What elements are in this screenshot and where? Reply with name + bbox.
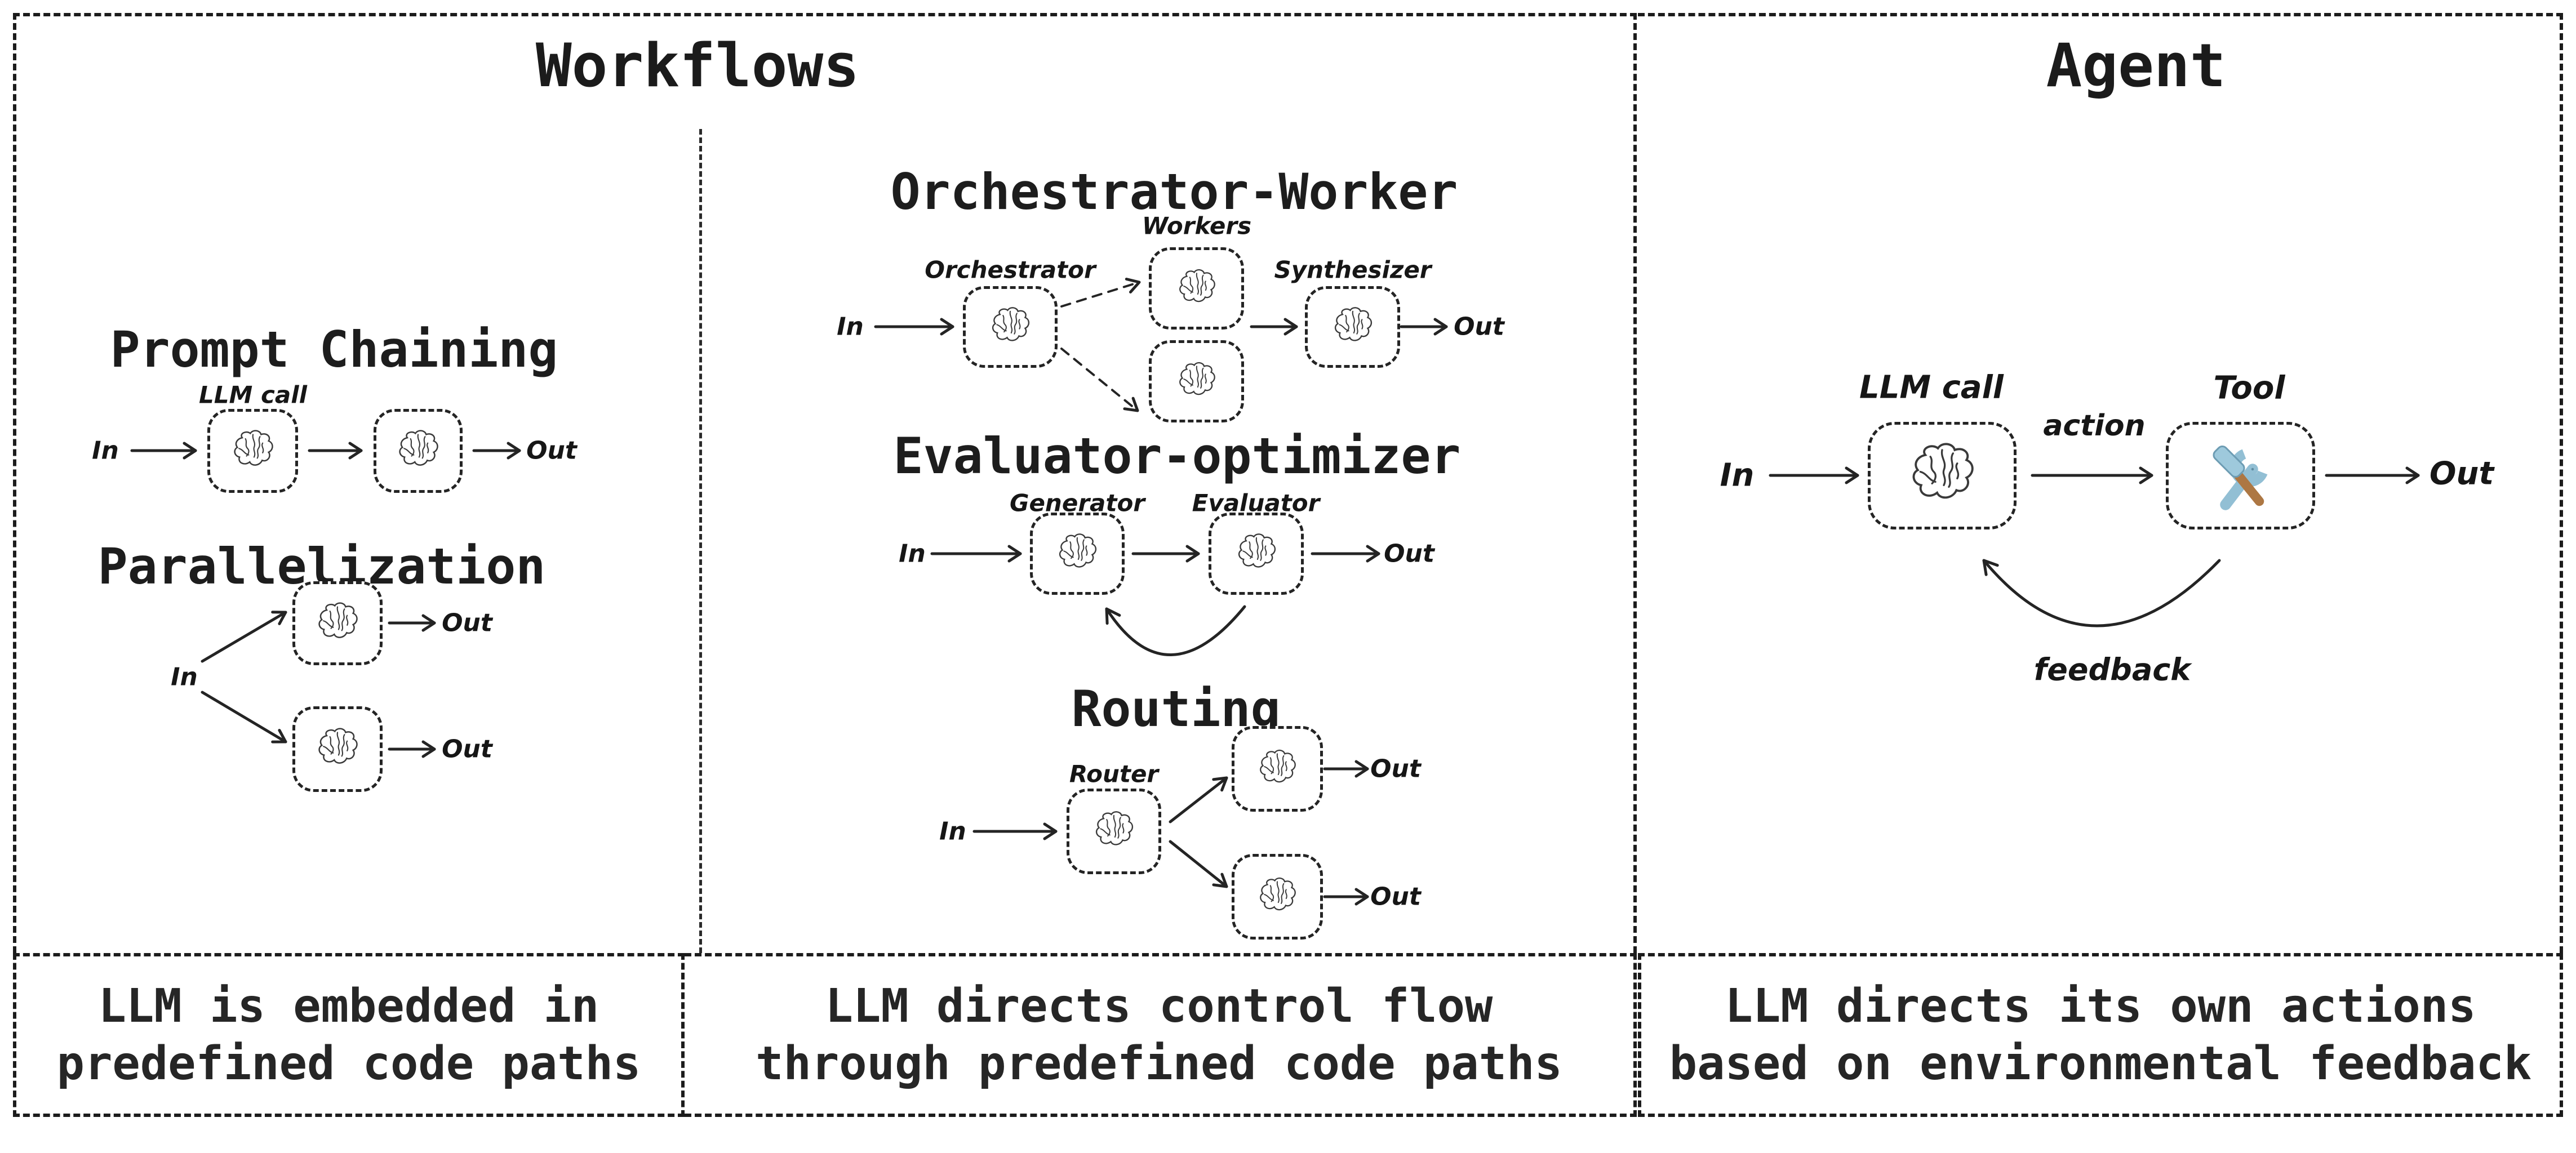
brain-icon bbox=[1253, 747, 1302, 791]
label-rt-out-top: Out bbox=[1370, 754, 1421, 783]
caption-line: based on environmental feedback bbox=[1669, 1036, 2532, 1090]
node-pc-llm-2 bbox=[374, 409, 463, 493]
label-rt-router: Router bbox=[1069, 760, 1159, 788]
node-par-llm-top bbox=[292, 581, 383, 665]
arrow-eo-out bbox=[1311, 545, 1380, 563]
arrow-eo-in bbox=[930, 545, 1022, 563]
label-par-out-top: Out bbox=[442, 608, 492, 638]
caption-line: LLM is embedded in bbox=[98, 979, 599, 1033]
brain-icon bbox=[1172, 266, 1222, 311]
label-pc-llm-call: LLM call bbox=[199, 381, 307, 409]
arrow-pc-in bbox=[130, 442, 197, 460]
brain-icon bbox=[1253, 875, 1302, 919]
arrow-eo-mid bbox=[1131, 545, 1200, 563]
brain-icon bbox=[1088, 808, 1140, 854]
arrow-agent-action bbox=[2031, 466, 2153, 484]
brain-icon bbox=[1900, 438, 1984, 514]
arrow-ow-in bbox=[874, 318, 954, 336]
caption-workflows-left: LLM is embedded in predefined code paths bbox=[13, 953, 685, 1117]
section-prompt-chaining-title: Prompt Chaining bbox=[110, 320, 558, 379]
node-ow-worker-bottom bbox=[1149, 340, 1244, 422]
node-pc-llm-1 bbox=[207, 409, 298, 493]
workflows-title: Workflows bbox=[535, 31, 860, 100]
arrow-par-up bbox=[201, 611, 287, 663]
arrow-rt-up bbox=[1169, 776, 1228, 823]
label-par-out-bottom: Out bbox=[442, 734, 492, 764]
arrow-agent-out bbox=[2325, 466, 2420, 484]
brain-icon bbox=[1172, 359, 1222, 404]
agent-arrows-layer bbox=[1769, 466, 2420, 627]
label-ow-orchestrator: Orchestrator bbox=[925, 256, 1096, 284]
label-par-in: In bbox=[171, 662, 198, 692]
label-ow-workers: Workers bbox=[1142, 212, 1252, 240]
section-evaluator-optimizer-title: Evaluator-optimizer bbox=[893, 427, 1461, 485]
arrow-agent-in bbox=[1769, 466, 1859, 484]
node-rt-router bbox=[1067, 789, 1161, 874]
node-rt-target-top bbox=[1232, 726, 1323, 812]
label-agent-action: action bbox=[2043, 409, 2146, 443]
arrow-par-out-bottom bbox=[388, 740, 436, 758]
node-rt-target-bottom bbox=[1232, 854, 1323, 940]
label-rt-in: In bbox=[939, 817, 966, 846]
agent-title: Agent bbox=[2046, 31, 2226, 100]
arrow-pc-mid bbox=[308, 442, 363, 460]
label-ow-synthesizer: Synthesizer bbox=[1274, 256, 1432, 284]
label-pc-out: Out bbox=[526, 436, 577, 465]
arrow-pc-out bbox=[472, 442, 521, 460]
brain-icon bbox=[226, 427, 280, 475]
arrow-ow-out bbox=[1400, 318, 1448, 336]
label-agent-tool: Tool bbox=[2213, 370, 2285, 407]
node-ow-synthesizer bbox=[1305, 286, 1400, 368]
node-eo-generator bbox=[1030, 513, 1125, 595]
caption-line: through predefined code paths bbox=[756, 1036, 1562, 1090]
arrow-par-down bbox=[201, 691, 287, 744]
label-eo-out: Out bbox=[1384, 539, 1434, 568]
arrow-rt-in bbox=[972, 822, 1058, 840]
agent-panel: Agent In LLM call action Tool Out feedba… bbox=[1638, 13, 2563, 953]
label-eo-in: In bbox=[899, 539, 926, 568]
arrow-ow-synth bbox=[1250, 318, 1298, 336]
label-agent-llm-call: LLM call bbox=[1859, 369, 2004, 406]
arrow-agent-feedback bbox=[1982, 559, 2221, 627]
workflows-column-divider bbox=[699, 129, 702, 953]
label-eo-evaluator: Evaluator bbox=[1192, 489, 1320, 517]
hammer-wrench-icon bbox=[2212, 445, 2267, 510]
arrow-rt-down bbox=[1169, 840, 1228, 888]
label-rt-out-bottom: Out bbox=[1370, 882, 1421, 911]
node-par-llm-bottom bbox=[292, 706, 383, 792]
node-agent-llm bbox=[1868, 422, 2017, 529]
node-ow-orchestrator bbox=[963, 286, 1058, 368]
brain-icon bbox=[1327, 304, 1379, 350]
arrow-rt-out-top bbox=[1323, 760, 1369, 778]
caption-line: predefined code paths bbox=[56, 1036, 641, 1090]
label-agent-in: In bbox=[1720, 457, 1755, 494]
label-ow-out: Out bbox=[1454, 312, 1504, 341]
label-eo-generator: Generator bbox=[1009, 489, 1145, 517]
brain-icon bbox=[1231, 531, 1282, 577]
caption-workflows-middle: LLM directs control flow through predefi… bbox=[685, 953, 1637, 1117]
caption-line: LLM directs its own actions bbox=[1725, 979, 2476, 1033]
node-agent-tool bbox=[2166, 422, 2315, 529]
brain-icon bbox=[1051, 531, 1103, 577]
label-agent-feedback: feedback bbox=[2033, 652, 2191, 688]
node-ow-worker-top bbox=[1149, 247, 1244, 330]
brain-icon bbox=[391, 427, 445, 475]
arrow-ow-worker-bottom bbox=[1060, 348, 1139, 412]
label-ow-in: In bbox=[837, 312, 864, 341]
arrow-eo-feedback bbox=[1105, 605, 1246, 656]
arrow-rt-out-bottom bbox=[1323, 888, 1369, 906]
caption-agent: LLM directs its own actions based on env… bbox=[1638, 953, 2563, 1117]
caption-line: LLM directs control flow bbox=[825, 979, 1493, 1033]
brain-icon bbox=[310, 725, 365, 773]
label-agent-out: Out bbox=[2429, 455, 2494, 492]
brain-icon bbox=[984, 304, 1036, 350]
section-orchestrator-worker-title: Orchestrator-Worker bbox=[890, 163, 1458, 221]
node-eo-evaluator bbox=[1209, 513, 1304, 595]
workflows-panel: Workflows Prompt Chaining LLM call In bbox=[13, 13, 1637, 953]
brain-icon bbox=[310, 599, 365, 648]
arrow-par-out-top bbox=[388, 614, 436, 632]
label-pc-in: In bbox=[92, 436, 119, 465]
